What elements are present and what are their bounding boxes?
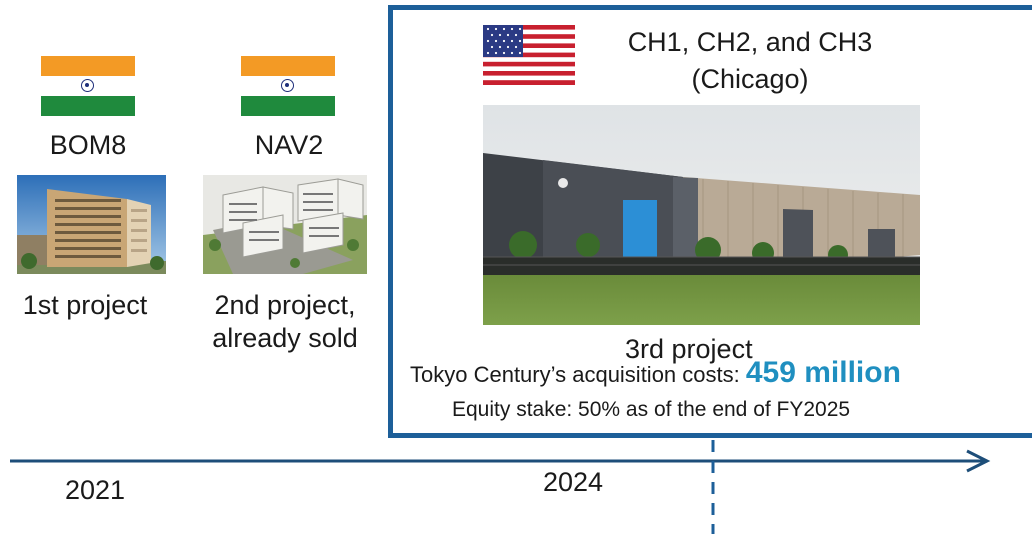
title-line: (Chicago) (691, 64, 809, 94)
us-flag-icon (483, 25, 575, 85)
year-label-2024: 2024 (543, 467, 604, 497)
timeline-axis (10, 440, 991, 534)
acquisition-costs-line: Tokyo Century’s acquisition costs: 459 m… (410, 356, 901, 390)
caption-line: already sold (212, 323, 358, 353)
highlight-title: CH1, CH2, and CH3 (Chicago) (590, 24, 910, 98)
caption-line: 2nd project, (214, 290, 356, 320)
project-code-nav2: NAV2 (254, 130, 324, 160)
project-label-3rd: 3rd project (625, 334, 753, 364)
equity-stake-line: Equity stake: 50% as of the end of FY202… (452, 398, 851, 421)
highlight-box (388, 5, 1032, 438)
project-caption-bom8: 1st project (0, 289, 170, 322)
title-line: CH1, CH2, and CH3 (627, 27, 873, 57)
bom8-building-image (17, 175, 166, 274)
chicago-datacenter-image (483, 105, 920, 325)
acquisition-label: Tokyo Century’s acquisition costs: (410, 362, 746, 387)
india-flag-icon (41, 56, 135, 116)
nav2-campus-image (203, 175, 367, 274)
year-label-2021: 2021 (65, 475, 126, 505)
india-flag-icon (241, 56, 335, 116)
timeline-arrowhead-icon (966, 449, 991, 473)
project-code-bom8: BOM8 (49, 130, 127, 160)
acquisition-amount: 459 million (745, 356, 901, 389)
project-caption-nav2: 2nd project, already sold (185, 289, 385, 355)
caption-line: 1st project (22, 290, 148, 320)
